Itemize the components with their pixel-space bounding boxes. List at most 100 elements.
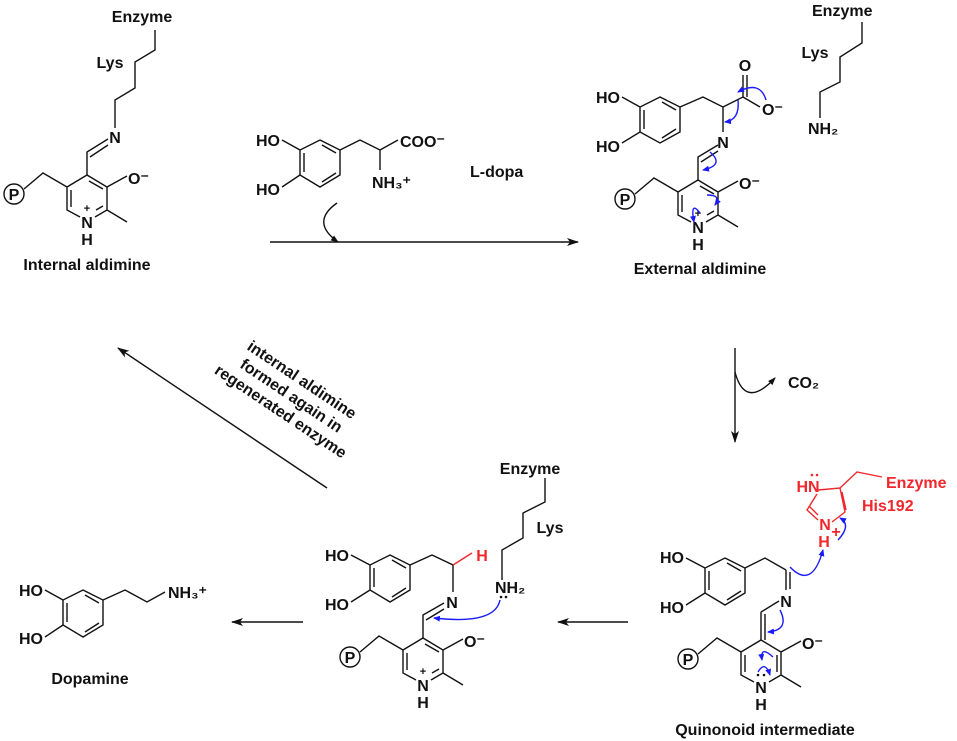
ring-bonds <box>634 177 739 228</box>
phosphate-circle-icon <box>677 648 699 670</box>
ho-label: HO <box>660 600 684 617</box>
l-dopa: HO HO COO⁻ NH₃⁺ L-dopa <box>256 133 523 199</box>
his192-residue: HN N + H Enzyme His192 <box>796 471 947 551</box>
ho-label: HO <box>19 583 43 600</box>
electron-arrow-icon <box>724 99 739 125</box>
quinonoid-bonds <box>685 557 791 640</box>
alpha-h-label: H <box>476 548 488 565</box>
l-dopa-bonds <box>281 139 399 188</box>
his192-label: His192 <box>862 498 914 515</box>
charge-plus: + <box>695 208 701 220</box>
ring-bonds <box>359 635 464 686</box>
electron-arrow-icon <box>706 194 721 206</box>
ho-label: HO <box>256 133 280 150</box>
phenolate-label: O⁻ <box>464 634 485 651</box>
c-h-bond <box>452 552 473 566</box>
protonated-external-aldimine: P O⁻ + N H H N HO HO NH₂ Lys Enzyme <box>325 461 564 712</box>
co2-label: CO₂ <box>788 375 819 392</box>
plp-ring: P O⁻ + N H <box>339 634 485 712</box>
ring-bonds <box>697 637 802 688</box>
phenolate-label: O⁻ <box>802 636 823 653</box>
electron-arrow-icon <box>837 517 847 541</box>
carboxylate-o-label: O⁻ <box>762 102 783 119</box>
lys-chain-bonds <box>501 478 546 580</box>
ho-label: HO <box>596 139 620 156</box>
curved-arrow-icon <box>734 371 776 394</box>
pyridine-n-label: N <box>755 680 767 697</box>
carboxylate-label: COO⁻ <box>400 134 445 151</box>
regeneration-note: internal aldimine formed again in regene… <box>211 338 359 462</box>
his-enzyme-label: Enzyme <box>886 475 947 492</box>
enzyme-label: Enzyme <box>112 9 173 26</box>
phosphate-circle-icon <box>339 646 361 668</box>
electron-arrow-icon <box>758 651 774 661</box>
dopamine-bonds <box>44 589 166 638</box>
external-aldimine: P O⁻ + N H N HO HO O O⁻ NH₂ Lys Enzyme E… <box>596 3 873 278</box>
plp-ring: P O⁻ + N H <box>3 171 149 249</box>
plp-ring: P O⁻ N H <box>677 636 823 714</box>
lone-pair-dot <box>762 673 766 677</box>
ammonium-label: NH₃⁺ <box>168 585 207 602</box>
electron-arrow-icon <box>737 86 767 101</box>
imine-n-label: N <box>717 135 729 152</box>
plp-ring: P O⁻ + N H <box>614 176 760 254</box>
lone-pair-dot <box>810 473 814 477</box>
ho-label: HO <box>596 90 620 107</box>
regeneration-arrow <box>117 347 328 489</box>
aldimine-bonds <box>350 554 454 638</box>
internal-aldimine: P O⁻ + N H N Lys Enzyme Internal aldimin… <box>3 9 173 274</box>
lys-label: Lys <box>97 55 124 72</box>
phenolate-label: O⁻ <box>739 176 760 193</box>
phosphate-label: P <box>9 187 20 204</box>
lys-imine-bonds <box>86 30 156 175</box>
lone-pair-dot <box>499 595 503 599</box>
enzyme-label: Enzyme <box>500 461 561 478</box>
lone-pair-dot <box>815 473 819 477</box>
ring-bonds <box>23 172 128 223</box>
carbonyl-o-label: O <box>739 58 751 75</box>
quinonoid-intermediate: P O⁻ N H N HO HO HN N + H Enzyme His192 <box>660 471 947 739</box>
ammonium-label: NH₃⁺ <box>372 175 411 192</box>
imidazolium-h-label: H <box>818 534 830 551</box>
phosphate-circle-icon <box>3 183 25 205</box>
phosphate-label: P <box>683 652 694 669</box>
lone-pair-dot <box>504 595 508 599</box>
charge-plus: + <box>420 666 426 678</box>
electron-arrow-icon <box>789 549 825 577</box>
amine-label: NH₂ <box>495 580 525 597</box>
electron-arrow-icon <box>689 207 701 223</box>
dopamine: HO HO NH₃⁺ Dopamine <box>19 583 207 688</box>
pyridine-h-label: H <box>417 695 429 712</box>
pyridine-h-label: H <box>692 237 704 254</box>
electron-arrow-icon <box>702 151 717 172</box>
imidazole-bonds <box>806 471 883 523</box>
imidazolium-n-label: N <box>819 517 831 534</box>
l-dopa-name: L-dopa <box>470 164 523 181</box>
ho-label: HO <box>19 631 43 648</box>
pyridine-h-label: H <box>81 232 93 249</box>
electron-arrow-icon <box>433 599 501 622</box>
imine-n-label: N <box>109 130 121 147</box>
external-aldimine-title: External aldimine <box>634 261 767 278</box>
quinonoid-title: Quinonoid intermediate <box>675 722 855 739</box>
enzyme-label: Enzyme <box>812 3 873 20</box>
imidazole-nh-label: HN <box>796 479 819 496</box>
external-aldimine-bonds <box>621 75 761 180</box>
lone-pair-dot <box>756 673 760 677</box>
lys-chain-bonds <box>819 22 863 118</box>
pyridine-n-label: N <box>692 220 704 237</box>
lys-label: Lys <box>537 520 564 537</box>
phosphate-circle-icon <box>614 188 636 210</box>
lys-label: Lys <box>802 45 829 62</box>
ho-label: HO <box>325 548 349 565</box>
curved-arrow-icon <box>323 202 339 243</box>
pyridine-h-label: H <box>755 697 767 714</box>
pyridine-n-label: N <box>81 215 93 232</box>
ho-label: HO <box>325 597 349 614</box>
phosphate-label: P <box>345 650 356 667</box>
phenolate-label: O⁻ <box>128 171 149 188</box>
internal-aldimine-title: Internal aldimine <box>23 257 150 274</box>
amine-label: NH₂ <box>808 121 838 138</box>
ho-label: HO <box>660 550 684 567</box>
